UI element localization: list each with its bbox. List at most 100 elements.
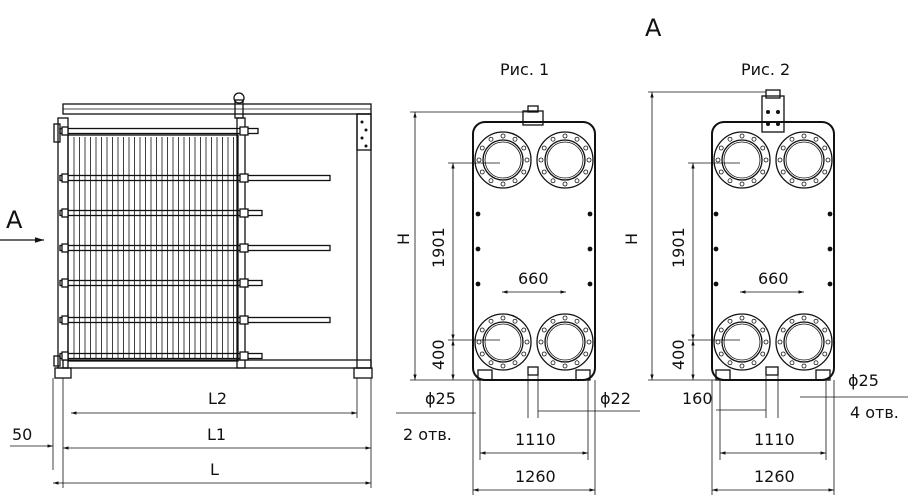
bolt-nut <box>61 126 69 136</box>
fig2-front-view: A Рис. 2 H 1901 400 660 160 ϕ25 4 отв. <box>622 14 908 495</box>
tie-bolt <box>59 316 331 324</box>
flange-bolt-hole <box>562 315 568 321</box>
port-bore <box>544 321 586 363</box>
frame-bolt <box>827 246 833 252</box>
flange-bolt-hole <box>541 145 547 151</box>
port-flange <box>775 313 833 371</box>
flange-bolt-hole <box>801 363 807 369</box>
flange-bolt-hole <box>718 169 724 175</box>
frame-bolt <box>475 246 481 252</box>
flange-bolt-hole <box>521 169 527 175</box>
bolt-nut <box>61 208 69 218</box>
fig2-label-1260: 1260 <box>754 467 795 486</box>
bolt-nut <box>239 315 249 325</box>
frame-bolt <box>587 281 593 287</box>
flange-bolt-hole <box>777 339 783 345</box>
fixed-plate <box>57 117 69 369</box>
bolt-nut <box>239 243 249 253</box>
bolt-nut <box>239 351 249 361</box>
tie-bolt <box>59 279 263 287</box>
flange-bolt-hole <box>574 360 580 366</box>
bolt-nut <box>239 208 249 218</box>
flange-bolt-hole <box>751 318 757 324</box>
flange-bolt-hole <box>562 181 568 187</box>
tie-bolt <box>59 174 331 182</box>
flange-bolt-hole <box>789 136 795 142</box>
frame-bolt <box>475 281 481 287</box>
frame-bolt <box>827 211 833 217</box>
port-flange <box>536 131 594 189</box>
port-flange <box>536 313 594 371</box>
fig1-label-1260: 1260 <box>515 467 556 486</box>
tie-bolt <box>59 244 331 252</box>
flange-bolt-hole <box>550 360 556 366</box>
flange-bolt-hole <box>583 327 589 333</box>
fig1-label-660: 660 <box>518 269 549 288</box>
bolt-nut <box>61 351 69 361</box>
label-L: L <box>210 460 219 479</box>
bolt-nut <box>239 126 249 136</box>
fig2-label-400: 400 <box>669 339 688 370</box>
flange-bolt-hole <box>479 145 485 151</box>
flange-bolt-hole <box>813 136 819 142</box>
fig2-label-1110: 1110 <box>754 430 795 449</box>
label-50: 50 <box>12 425 32 444</box>
flange-bolt-hole <box>550 136 556 142</box>
flange-bolt-hole <box>801 133 807 139</box>
flange-bolt-hole <box>718 327 724 333</box>
bolt-nut <box>61 278 69 288</box>
flange-bolt-hole <box>760 169 766 175</box>
flange-bolt-hole <box>789 178 795 184</box>
tie-bolt <box>59 209 263 217</box>
flange-bolt-hole <box>727 360 733 366</box>
flange-bolt-hole <box>751 178 757 184</box>
flange-bolt-hole <box>574 178 580 184</box>
frame-bolt <box>587 211 593 217</box>
flange-bolt-hole <box>780 145 786 151</box>
flange-bolt-hole <box>541 169 547 175</box>
flange-bolt-hole <box>562 363 568 369</box>
flange-bolt-hole <box>760 351 766 357</box>
flange-bolt-hole <box>541 351 547 357</box>
fig1-label-d22: ϕ22 <box>600 389 631 408</box>
flange-bolt-hole <box>550 318 556 324</box>
flange-bolt-hole <box>813 318 819 324</box>
flange-bolt-hole <box>763 339 769 345</box>
flange-bolt-hole <box>524 339 530 345</box>
flange-bolt-hole <box>825 157 831 163</box>
flange-bolt-hole <box>500 133 506 139</box>
port-flange <box>474 131 532 189</box>
label-L2: L2 <box>208 389 227 408</box>
view-arrow-letter: A <box>6 206 23 234</box>
flange-bolt-hole <box>583 351 589 357</box>
fig2-label-660: 660 <box>758 269 789 288</box>
flange-bolt-hole <box>512 360 518 366</box>
support-column <box>356 113 372 369</box>
flange-bolt-hole <box>500 181 506 187</box>
fig1-label-1110: 1110 <box>515 430 556 449</box>
flange-bolt-hole <box>727 136 733 142</box>
frame-bolt <box>587 246 593 252</box>
right-foot <box>353 367 373 379</box>
fig1-label-holes: 2 отв. <box>403 425 452 444</box>
flange-bolt-hole <box>479 327 485 333</box>
fig2-label-holes: 4 отв. <box>850 403 899 422</box>
fig1-front-view: Рис. 1 H 1901 400 660 ϕ25 2 отв. ϕ22 <box>394 60 640 495</box>
flange-bolt-hole <box>780 327 786 333</box>
port-bore <box>783 139 825 181</box>
left-foot <box>54 367 72 379</box>
flange-bolt-hole <box>512 136 518 142</box>
fig1-label-400: 400 <box>429 339 448 370</box>
flange-bolt-hole <box>789 318 795 324</box>
bolt-nut <box>61 173 69 183</box>
flange-bolt-hole <box>825 339 831 345</box>
fig2-frame <box>711 121 835 381</box>
port-bore <box>482 321 524 363</box>
frame-bolt <box>713 281 719 287</box>
port-bore <box>721 321 763 363</box>
bolt-nut <box>239 278 249 288</box>
flange-bolt-hole <box>718 145 724 151</box>
flange-bolt-hole <box>715 339 721 345</box>
flange-bolt-hole <box>780 351 786 357</box>
